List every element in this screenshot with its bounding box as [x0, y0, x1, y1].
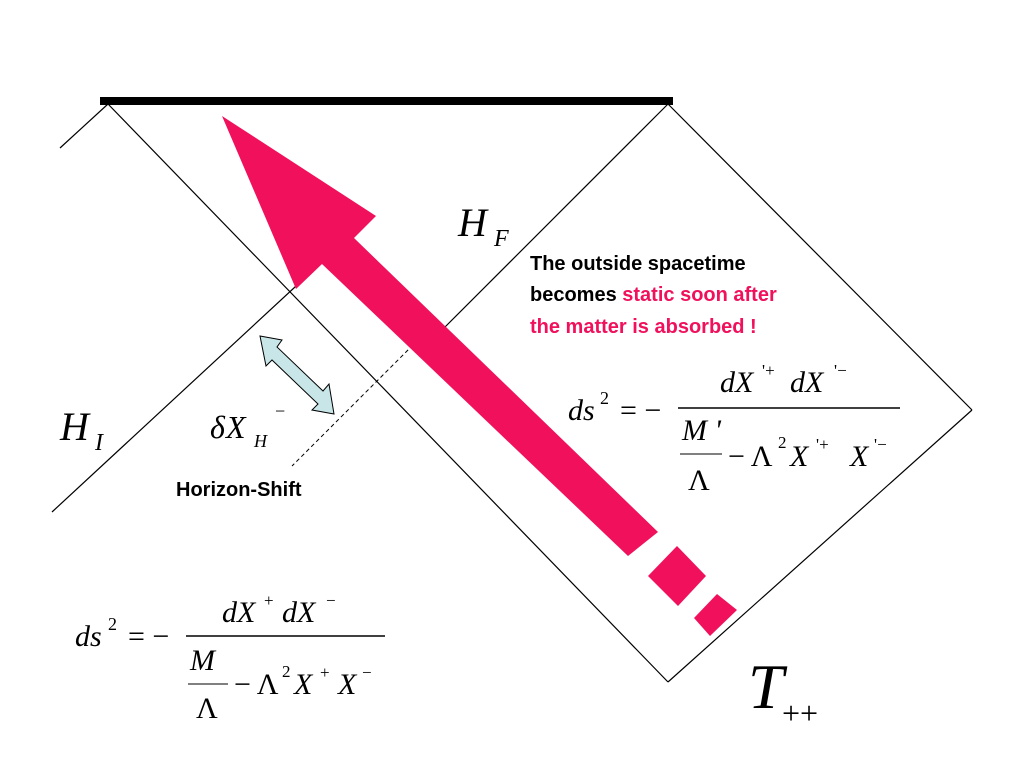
metric-after-num-d1: dX: [720, 366, 755, 399]
metric-before-num-d2: dX: [282, 596, 317, 629]
metric-after-den-frac-num: M ': [681, 414, 721, 447]
metric-after-eq: = −: [620, 394, 661, 427]
metric-before-den-rest-b: X: [293, 668, 314, 701]
delta-symbol: δ: [210, 409, 226, 445]
delta-x-subscript: H: [253, 431, 268, 451]
delta-x-superscript: −: [275, 401, 285, 421]
matter-arrow: [222, 116, 658, 556]
left-upper-edge: [59, 103, 109, 149]
metric-before-num-d1: dX: [222, 596, 257, 629]
metric-before: ds 2 = − dX + dX − M Λ − Λ 2 X + X −: [75, 591, 385, 725]
metric-before-eq: = −: [128, 620, 169, 653]
metric-before-num-s2: −: [326, 591, 336, 610]
metric-before-den-rest-a: − Λ: [234, 668, 279, 701]
past-horizon-line: [51, 261, 323, 513]
metric-after-lhs: ds: [568, 394, 595, 427]
metric-before-lhs-sup: 2: [108, 614, 117, 634]
inner-boundary-line: [107, 103, 669, 683]
h-i-label: H: [59, 404, 91, 449]
metric-after-num-s1: '+: [762, 361, 775, 380]
metric-before-den-rest-sup: 2: [282, 662, 291, 681]
metric-after: ds 2 = − dX '+ dX '− M ' Λ − Λ 2 X '+ X …: [568, 361, 900, 497]
annotation-line-2-plain: becomes: [530, 284, 622, 306]
right-lower-edge: [667, 409, 973, 683]
metric-before-den-rest-s2: −: [362, 663, 372, 682]
h-f-label: H: [457, 200, 489, 245]
metric-after-den-frac-den: Λ: [688, 464, 710, 497]
metric-after-num-d2: dX: [790, 366, 825, 399]
metric-before-den-frac-den: Λ: [196, 692, 218, 725]
annotation-line-1: The outside spacetime: [530, 253, 746, 275]
delta-x-label: X: [224, 409, 247, 445]
right-upper-edge: [667, 103, 973, 411]
t-subscript: ++: [782, 695, 818, 731]
metric-before-den-frac-num: M: [189, 644, 217, 677]
metric-after-den-rest-a: − Λ: [728, 440, 773, 473]
metric-before-num-s1: +: [264, 591, 274, 610]
horizon-shift-caption: Horizon-Shift: [176, 479, 302, 501]
h-f-subscript: F: [493, 226, 509, 252]
annotation-line-2-highlight: static soon after: [622, 284, 777, 306]
metric-before-den-rest-c: X: [337, 668, 358, 701]
metric-after-den-rest-c: X: [849, 440, 870, 473]
metric-after-den-rest-b: X: [789, 440, 810, 473]
t-label: T: [748, 651, 788, 722]
shift-double-arrow: [259, 335, 335, 415]
metric-after-lhs-sup: 2: [600, 388, 609, 408]
metric-after-den-rest-s2: '−: [874, 435, 887, 454]
metric-after-den-rest-s1: '+: [816, 435, 829, 454]
metric-after-num-s2: '−: [834, 361, 847, 380]
h-i-subscript: I: [94, 430, 104, 456]
shifted-horizon-dashed: [291, 339, 419, 467]
matter-arrow-fragment-2: [694, 594, 737, 636]
metric-after-den-rest-sup: 2: [778, 433, 787, 452]
annotation-line-2: becomes static soon after: [530, 284, 777, 306]
future-horizon-line: [419, 103, 669, 353]
metric-before-lhs: ds: [75, 620, 102, 653]
annotation-line-3: the matter is absorbed !: [530, 316, 757, 338]
matter-arrow-fragment-1: [648, 546, 706, 606]
metric-before-den-rest-s1: +: [320, 663, 330, 682]
